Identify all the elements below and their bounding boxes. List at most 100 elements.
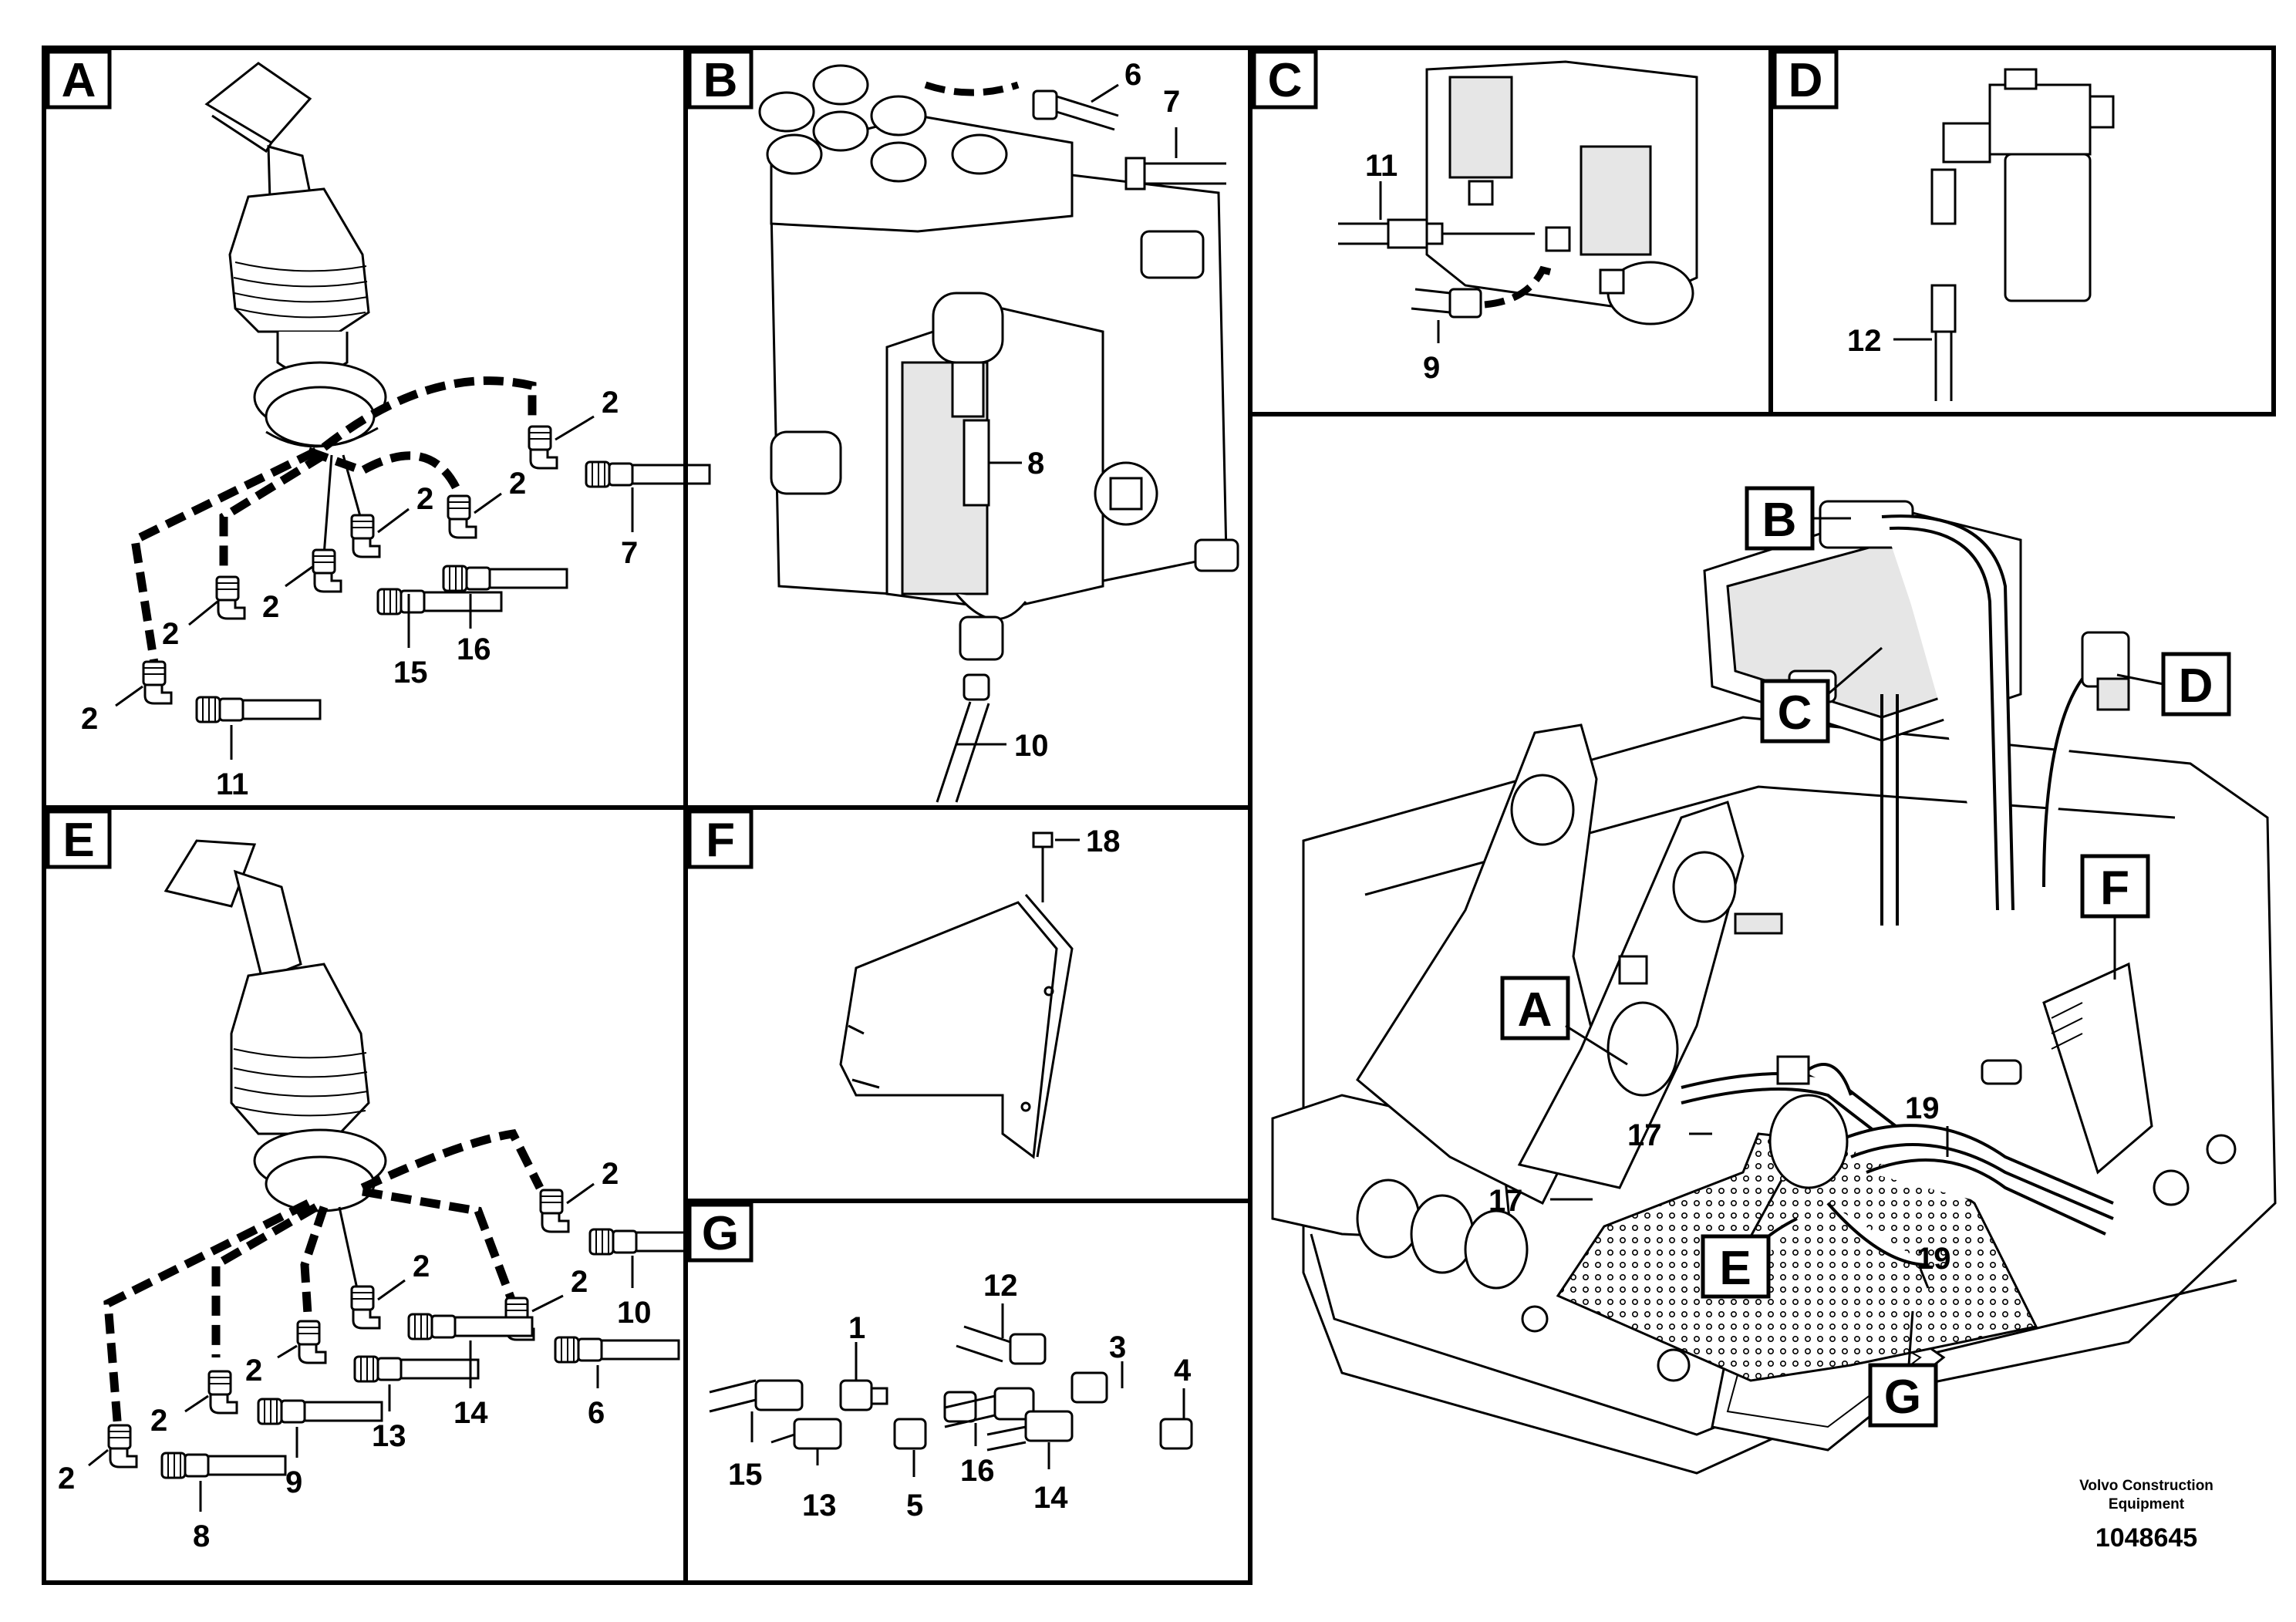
svg-text:F: F (2100, 862, 2129, 915)
svg-text:13: 13 (802, 1489, 837, 1523)
joystick-right (164, 839, 387, 1212)
svg-text:2: 2 (245, 1354, 262, 1388)
svg-text:2: 2 (602, 386, 619, 420)
svg-text:2: 2 (150, 1404, 167, 1438)
svg-text:2: 2 (262, 590, 279, 624)
callouts-d: 12 (1847, 324, 1932, 358)
panel-c-letter-box (1252, 49, 1318, 110)
svg-text:15: 15 (393, 656, 428, 690)
svg-text:16: 16 (960, 1454, 995, 1488)
machine-overview: B C D A F E G (1271, 486, 2277, 1475)
svg-text:6: 6 (1124, 58, 1141, 92)
svg-text:2: 2 (416, 482, 433, 516)
panel-f-letter-box (687, 809, 754, 869)
callouts-b: 6 7 8 10 (956, 58, 1180, 763)
callouts-f: 18 (1055, 824, 1121, 858)
svg-text:8: 8 (1027, 447, 1044, 481)
svg-text:10: 10 (1014, 729, 1049, 763)
pilot-lines-e (103, 1128, 544, 1451)
svg-text:11: 11 (1365, 149, 1397, 183)
hoses-b (924, 81, 1226, 803)
company-name-line1: Volvo Construction (2079, 1478, 2213, 1494)
joysticks-overview (1607, 955, 1849, 1189)
callouts-a: 2 2 2 2 2 2 7 15 16 11 (81, 386, 638, 801)
joystick-left (204, 62, 387, 448)
panel-e: E (42, 805, 715, 1585)
panel-g: G 12 1 3 4 (683, 1199, 1253, 1585)
callouts-g: 12 1 3 4 15 13 5 16 14 (728, 1269, 1192, 1523)
svg-text:3: 3 (1109, 1330, 1126, 1364)
svg-text:13: 13 (372, 1419, 406, 1453)
panel-a: A (42, 46, 711, 810)
panel-e-letter-box (46, 809, 112, 869)
svg-text:D: D (2179, 659, 2213, 713)
svg-text:2: 2 (413, 1249, 430, 1283)
svg-text:5: 5 (906, 1489, 923, 1523)
panel-a-letter-box (46, 49, 112, 110)
svg-text:9: 9 (285, 1465, 302, 1499)
svg-text:A: A (1518, 983, 1553, 1037)
svg-text:8: 8 (193, 1519, 210, 1553)
overview-tag-b: B (1745, 486, 1851, 551)
svg-text:7: 7 (1163, 85, 1180, 119)
svg-text:4: 4 (1174, 1354, 1192, 1388)
svg-text:C: C (1778, 686, 1812, 740)
panel-c-letter: C (1268, 54, 1303, 107)
svg-text:14: 14 (453, 1396, 488, 1430)
control-valve-b (758, 64, 1239, 661)
panel-d-frame (1768, 46, 2276, 416)
svg-text:2: 2 (509, 467, 526, 501)
panel-d-letter-box (1772, 49, 1839, 110)
svg-text:12: 12 (983, 1269, 1018, 1303)
panel-b-letter: B (703, 54, 738, 107)
callouts-e: 2 2 2 2 2 2 10 14 13 9 6 8 (58, 1157, 652, 1553)
floor-plate (1556, 1132, 2038, 1382)
panel-f: F 18 (683, 805, 1253, 1203)
panel-a-letter: A (62, 54, 96, 107)
svg-text:2: 2 (162, 617, 179, 651)
overview-tag-c: C (1760, 646, 1883, 744)
svg-text:9: 9 (1423, 351, 1440, 385)
svg-text:E: E (1719, 1242, 1751, 1295)
svg-text:18: 18 (1086, 824, 1121, 858)
svg-text:11: 11 (216, 767, 248, 801)
overview-tag-g: G (1868, 1310, 1938, 1428)
company-name-line2: Equipment (2109, 1496, 2185, 1512)
panel-d: D 12 (1768, 46, 2276, 416)
overview-tag-d: D (2116, 652, 2231, 717)
svg-text:12: 12 (1847, 324, 1882, 358)
panel-g-letter-box (687, 1202, 754, 1263)
svg-text:14: 14 (1033, 1481, 1068, 1515)
callouts-c: 11 9 (1365, 149, 1440, 385)
svg-text:2: 2 (58, 1462, 75, 1496)
svg-text:2: 2 (602, 1157, 619, 1191)
svg-text:1: 1 (848, 1311, 865, 1345)
panel-e-letter: E (62, 814, 94, 867)
panel-f-letter: F (706, 814, 735, 867)
overview-tag-e: E (1701, 1179, 1783, 1299)
svg-text:19: 19 (1917, 1242, 1951, 1276)
svg-text:17: 17 (1627, 1118, 1662, 1152)
hoses-c (1338, 218, 1559, 319)
title-block: Volvo Construction Equipment 1048645 (2079, 1478, 2213, 1553)
svg-text:B: B (1762, 494, 1797, 547)
panel-d-letter: D (1789, 54, 1823, 107)
overview-tag-f: F (2080, 854, 2150, 980)
valve-block-c (1425, 60, 1698, 325)
svg-text:19: 19 (1905, 1091, 1940, 1125)
fittings-e (107, 1189, 715, 1479)
pilot-lines-a (130, 376, 537, 664)
filter-d (1930, 68, 2115, 401)
svg-text:16: 16 (457, 632, 491, 666)
bracket-f (839, 831, 1074, 1159)
unions-g (709, 1325, 1193, 1452)
panel-g-frame (683, 1199, 1253, 1585)
svg-text:15: 15 (728, 1458, 763, 1492)
svg-text:10: 10 (617, 1296, 652, 1330)
overview-tag-a: A (1500, 976, 1628, 1066)
svg-text:G: G (1884, 1371, 1921, 1424)
panel-b: B (683, 46, 1253, 810)
svg-text:17: 17 (1489, 1184, 1523, 1218)
drawing-number: 1048645 (2095, 1523, 2197, 1553)
